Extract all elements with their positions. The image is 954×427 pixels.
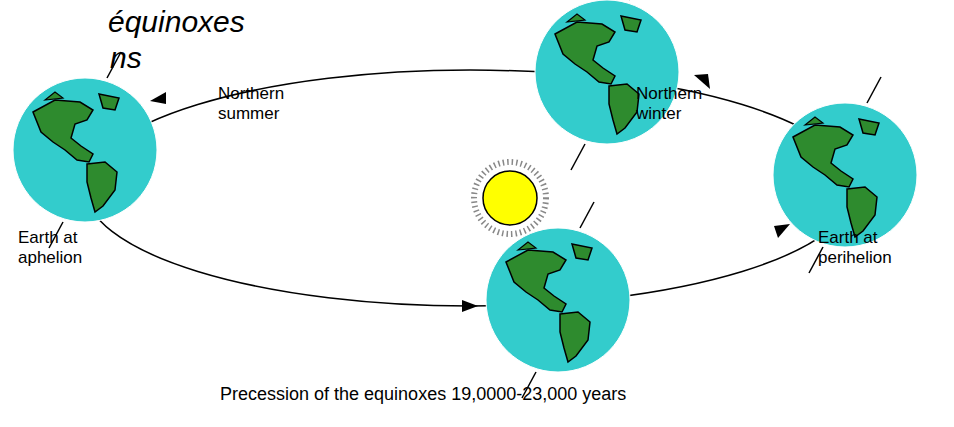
- caption-text: Precession of the equinoxes 19,0000-23,0…: [220, 384, 780, 406]
- sun: [474, 162, 546, 234]
- orbit-arrow: [774, 224, 790, 238]
- heading-fragment: ns: [110, 40, 170, 76]
- orbit-point-label: Earth at perihelion: [818, 228, 914, 269]
- season-label: Northern winter: [636, 84, 728, 125]
- earth-perihelion: [773, 77, 917, 273]
- orbit-arrow: [150, 92, 166, 104]
- earth-aphelion: [13, 52, 157, 248]
- orbit-point-label: Earth at aphelion: [18, 228, 104, 269]
- season-label: Northern summer: [218, 84, 310, 125]
- orbit: [85, 70, 855, 306]
- earth-equinox: [486, 202, 630, 398]
- orbit-arrow: [462, 300, 478, 312]
- heading-fragment: équinoxes: [108, 4, 368, 40]
